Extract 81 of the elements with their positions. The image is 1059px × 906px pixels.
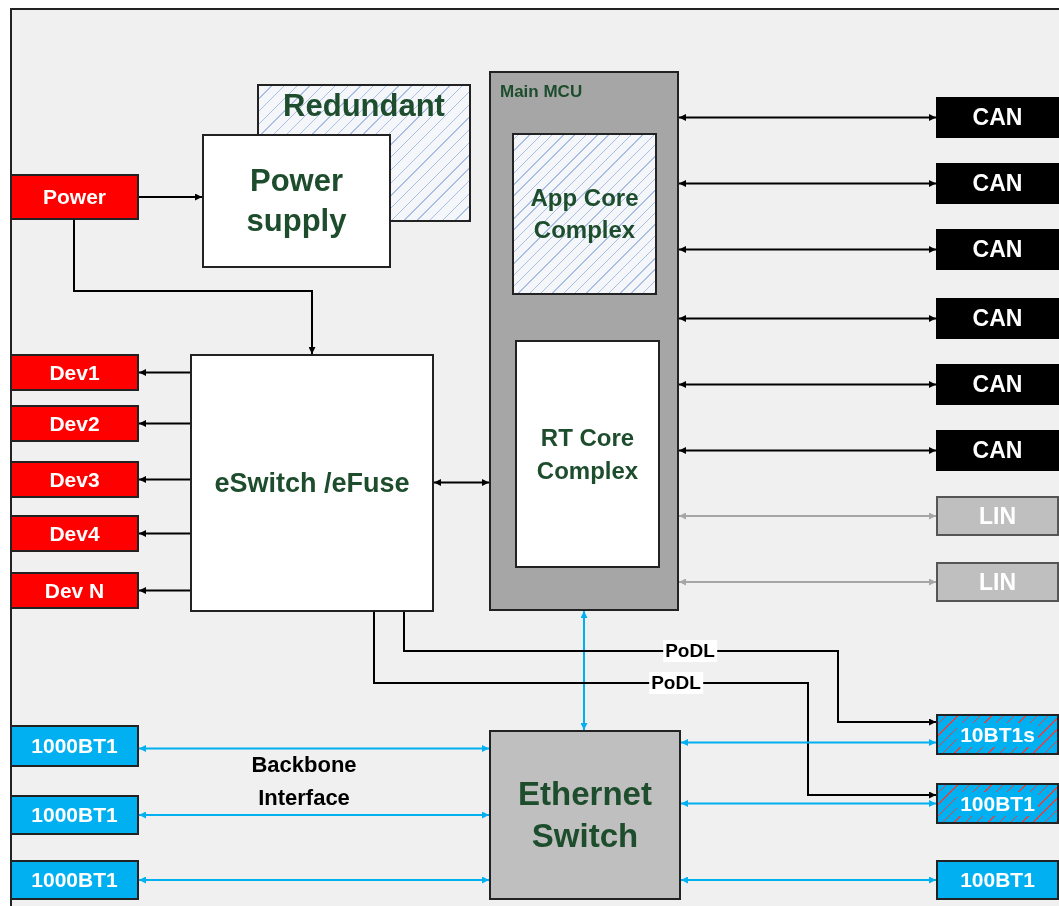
can-port-box	[936, 229, 1059, 270]
interface-note: Backbone Interface	[250, 751, 358, 812]
node-label: Dev N	[44, 577, 105, 604]
ethernet-port-box	[936, 860, 1059, 900]
device-box	[10, 515, 139, 552]
node-label: 10BT1s	[957, 722, 1038, 747]
node-label: LIN	[978, 501, 1017, 531]
node-label: 100BT1	[960, 867, 1035, 894]
node-label: Main MCU	[499, 81, 583, 103]
node-label: Dev4	[49, 520, 100, 547]
connector-arrow	[678, 246, 937, 253]
can-port-box	[936, 163, 1059, 204]
device-box	[10, 461, 139, 498]
node-label: Redundant	[283, 87, 445, 121]
node-label: Ethernet Switch	[517, 774, 653, 856]
node-label: 100BT1	[957, 791, 1038, 816]
connector-arrow	[678, 512, 937, 520]
connector-arrow	[138, 876, 490, 884]
connector-arrow	[680, 800, 937, 807]
connector-arrow	[678, 381, 937, 388]
connector-arrow	[138, 587, 191, 594]
node-label: Power	[43, 184, 106, 211]
node-label: Dev2	[49, 410, 100, 437]
node-label: CAN	[972, 235, 1023, 265]
node-label: Dev3	[49, 466, 100, 493]
ethernet-port-box	[10, 860, 139, 900]
power-supply-box	[202, 134, 391, 268]
can-port-box	[936, 97, 1059, 138]
ethernet-switch-box	[489, 730, 681, 900]
connector-arrow	[678, 578, 937, 586]
connector-arrow	[138, 530, 191, 537]
eswitch-box	[190, 354, 434, 612]
connector-arrow	[580, 610, 588, 731]
node-label: App Core Complex	[529, 183, 640, 245]
ethernet-port-box	[10, 725, 139, 767]
connector-arrow	[138, 369, 191, 376]
node-label: CAN	[972, 103, 1023, 133]
power-input-box	[10, 174, 139, 220]
lin-port-box	[936, 496, 1059, 536]
connector-arrow	[138, 811, 490, 819]
edge-label: PoDL	[649, 672, 703, 694]
can-port-box	[936, 298, 1059, 339]
connector-arrow	[680, 739, 937, 746]
connector-arrow	[138, 193, 203, 201]
main-mcu-box	[489, 71, 679, 611]
node-label: RT Core Complex	[535, 423, 640, 486]
device-box	[10, 572, 139, 609]
connector-arrow	[678, 315, 937, 322]
node-label: eSwitch /eFuse	[214, 467, 410, 500]
node-label: Power supply	[245, 162, 348, 240]
connector-arrow	[373, 611, 937, 799]
connector-arrow	[678, 114, 937, 121]
node-label: CAN	[972, 370, 1023, 400]
edge-label: PoDL	[663, 640, 717, 662]
connector-arrow	[138, 745, 490, 752]
can-port-box	[936, 430, 1059, 471]
connector-arrow	[73, 219, 316, 355]
can-port-box	[936, 364, 1059, 405]
connector-arrow	[138, 476, 191, 483]
connector-arrow	[678, 447, 937, 454]
device-box	[10, 354, 139, 391]
connector-arrow	[680, 876, 937, 884]
node-label: 1000BT1	[31, 733, 118, 760]
node-label: CAN	[972, 304, 1023, 334]
node-label: Dev1	[49, 359, 100, 386]
connector-arrow	[138, 420, 191, 427]
node-label: CAN	[972, 169, 1023, 199]
connector-arrow	[433, 479, 490, 486]
ethernet-port-box	[936, 714, 1059, 755]
ethernet-port-box	[936, 783, 1059, 824]
node-label: 1000BT1	[31, 802, 118, 829]
ethernet-port-box	[10, 795, 139, 835]
lin-port-box	[936, 562, 1059, 602]
rt-core-box	[515, 340, 660, 568]
connector-arrow	[403, 611, 937, 726]
node-label: 1000BT1	[31, 867, 118, 894]
node-label: CAN	[972, 436, 1023, 466]
device-box	[10, 405, 139, 442]
app-core-box	[512, 133, 657, 295]
connector-arrow	[678, 180, 937, 187]
node-label: LIN	[978, 567, 1017, 597]
